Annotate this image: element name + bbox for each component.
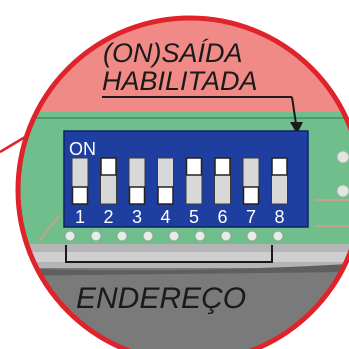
on-label: ON <box>69 139 96 159</box>
title-line-2: HABILITADA <box>102 66 258 96</box>
switch-number-8: 8 <box>274 207 284 227</box>
switch-number-5: 5 <box>189 207 199 227</box>
switch-number-2: 2 <box>103 207 113 227</box>
switch-lever-2[interactable] <box>100 157 117 176</box>
solder-pad <box>336 150 349 164</box>
switch-lever-3[interactable] <box>128 186 146 205</box>
switch-lever-1[interactable] <box>71 186 89 205</box>
switch-number-3: 3 <box>132 207 142 227</box>
switch-number-1: 1 <box>75 207 85 227</box>
switch-lever-7[interactable] <box>242 186 260 205</box>
address-bracket <box>65 245 273 263</box>
title-line-1: (ON)SAÍDA <box>103 38 243 68</box>
pointer-arrow-head <box>290 122 303 134</box>
switch-lever-4[interactable] <box>157 186 174 205</box>
switch-number-6: 6 <box>217 207 227 227</box>
solder-pad <box>336 184 349 198</box>
switch-number-7: 7 <box>246 207 256 227</box>
address-label: ENDEREÇO <box>76 282 246 315</box>
switch-lever-8[interactable] <box>271 157 288 176</box>
pointer-arrow-line <box>291 96 297 125</box>
switch-number-4: 4 <box>160 207 170 227</box>
switch-lever-6[interactable] <box>214 157 231 176</box>
pin-row <box>64 230 284 242</box>
switch-lever-5[interactable] <box>185 157 203 176</box>
magnifier-ring <box>15 15 349 349</box>
